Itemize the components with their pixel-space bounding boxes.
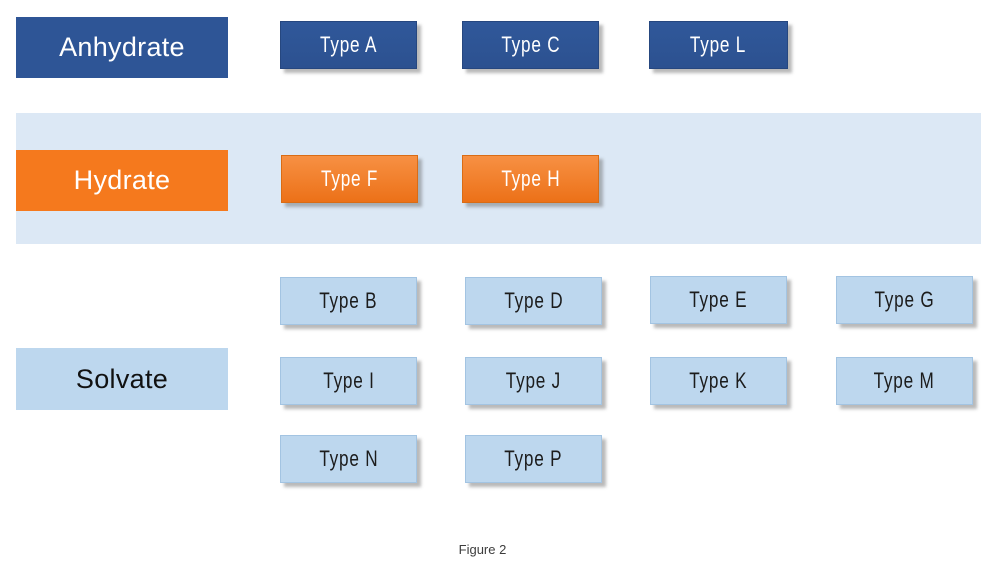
type-box-g-label: Type G: [874, 287, 935, 312]
type-box-a: Type A: [280, 21, 417, 69]
type-box-h-label: Type H: [500, 166, 561, 191]
type-box-m: Type M: [836, 357, 973, 405]
type-box-g: Type G: [836, 276, 973, 324]
type-box-b-label: Type B: [319, 288, 378, 313]
type-box-p-label: Type P: [504, 446, 563, 471]
type-box-c: Type C: [462, 21, 599, 69]
type-box-c-label: Type C: [500, 32, 561, 57]
type-box-m-label: Type M: [874, 368, 935, 393]
type-box-j-label: Type J: [505, 368, 562, 393]
type-box-p: Type P: [465, 435, 602, 483]
figure-caption: Figure 2: [458, 542, 507, 557]
type-box-e-label: Type E: [689, 287, 748, 312]
type-box-f-label: Type F: [320, 166, 379, 191]
type-box-f: Type F: [281, 155, 418, 203]
type-box-b: Type B: [280, 277, 417, 325]
category-solvate: Solvate: [16, 348, 228, 410]
type-box-e: Type E: [650, 276, 787, 324]
category-hydrate: Hydrate: [16, 150, 228, 211]
type-box-k: Type K: [650, 357, 787, 405]
category-anhydrate: Anhydrate: [16, 17, 228, 78]
type-box-k-label: Type K: [689, 368, 748, 393]
type-box-l: Type L: [649, 21, 788, 69]
type-box-j: Type J: [465, 357, 602, 405]
type-box-d-label: Type D: [503, 288, 564, 313]
type-box-i: Type I: [280, 357, 417, 405]
type-box-i-label: Type I: [322, 368, 375, 393]
type-box-d: Type D: [465, 277, 602, 325]
type-box-n: Type N: [280, 435, 417, 483]
type-box-h: Type H: [462, 155, 599, 203]
type-box-a-label: Type A: [319, 32, 378, 57]
type-box-l-label: Type L: [690, 32, 747, 57]
type-box-n-label: Type N: [318, 446, 379, 471]
